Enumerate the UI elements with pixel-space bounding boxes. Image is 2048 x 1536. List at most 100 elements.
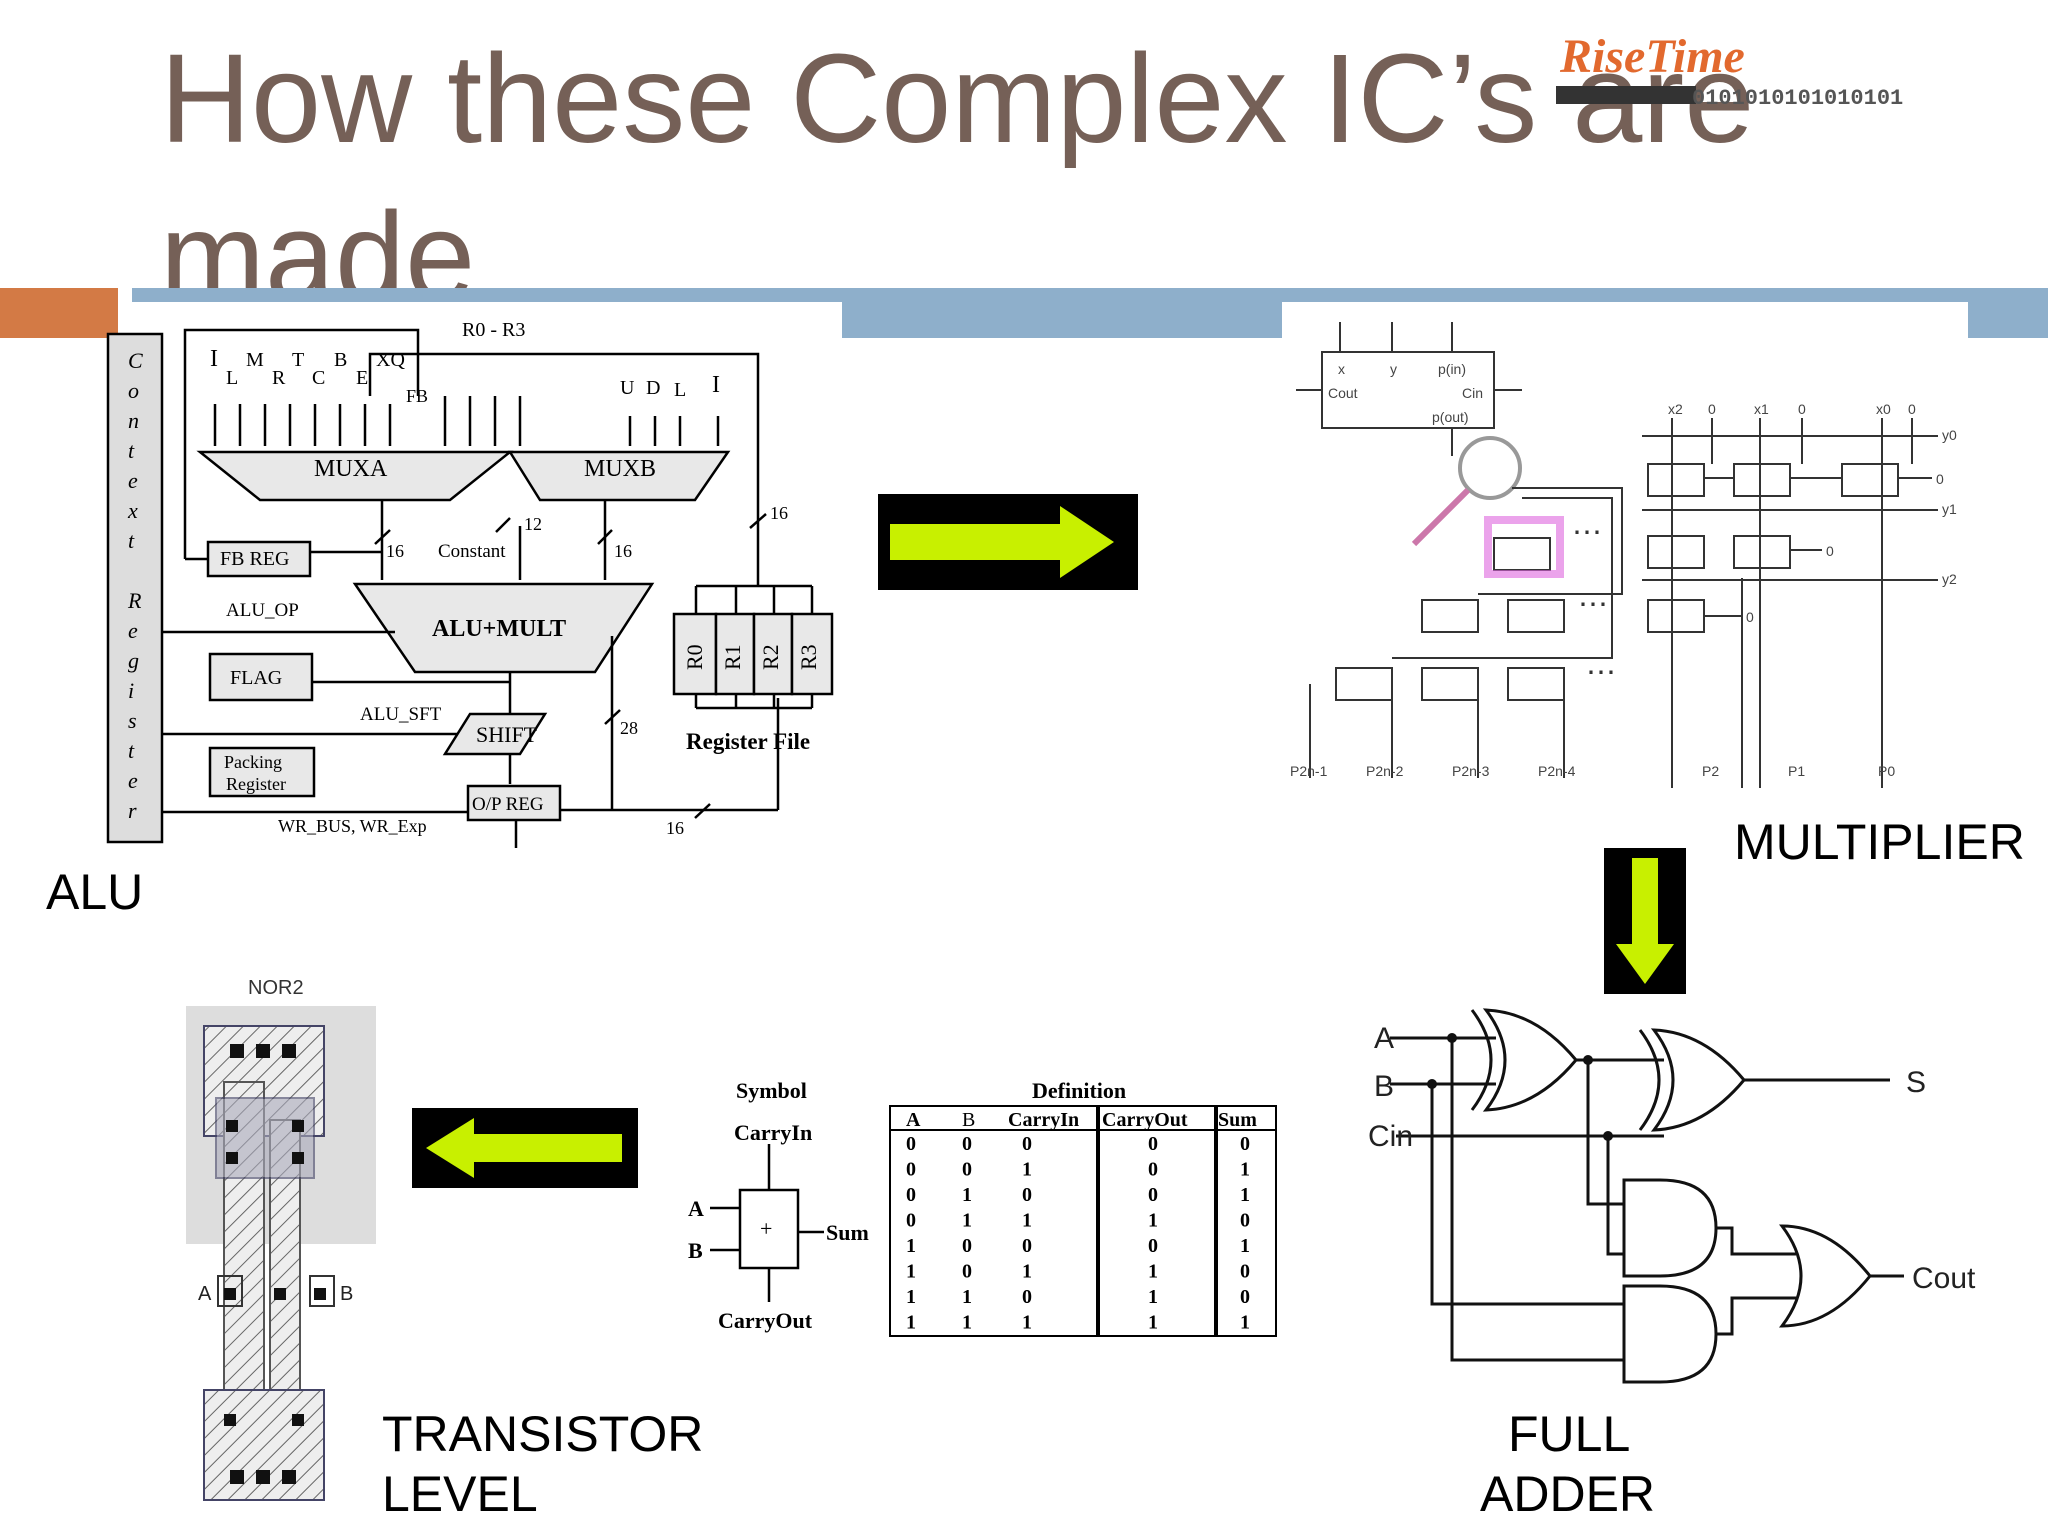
table-header-cell: B bbox=[962, 1109, 975, 1131]
table-frame bbox=[889, 1105, 1277, 1337]
cell-input-label: x bbox=[1338, 361, 1345, 377]
ctx-letter: o bbox=[128, 378, 139, 403]
packing-label-1: Packing bbox=[224, 752, 282, 772]
table-cell: 1 bbox=[962, 1210, 972, 1232]
reg-r1-box bbox=[714, 612, 756, 696]
top-input-label: 0 bbox=[1908, 401, 1916, 417]
reg-r3-label: R3 bbox=[796, 644, 821, 670]
risetime-logo: RiseTime 0101010101010101 bbox=[1556, 30, 1903, 111]
table-cell: 0 bbox=[1148, 1133, 1158, 1155]
table-cell: 1 bbox=[1022, 1210, 1032, 1232]
logo-text: RiseTime bbox=[1559, 30, 1745, 83]
bottom-output-label: P2 bbox=[1702, 763, 1719, 779]
table-cell: 0 bbox=[1022, 1184, 1032, 1206]
ctx-letter: r bbox=[128, 798, 137, 823]
table-cell: 1 bbox=[1240, 1312, 1250, 1334]
top-input-label: x1 bbox=[1754, 401, 1769, 417]
table-caption: Definition bbox=[1032, 1078, 1126, 1103]
and1-gate bbox=[1622, 1178, 1718, 1278]
table-cell: 1 bbox=[906, 1312, 916, 1334]
input-label: B bbox=[334, 349, 347, 371]
input-label: C bbox=[312, 367, 325, 389]
table-cell: 0 bbox=[1148, 1159, 1158, 1181]
multiplier-label: MULTIPLIER bbox=[1734, 814, 2025, 870]
reg-r1-label: R1 bbox=[720, 644, 745, 670]
constant-label: Constant bbox=[438, 541, 506, 562]
table-cell: 1 bbox=[906, 1261, 916, 1283]
table-cell: 1 bbox=[1240, 1159, 1250, 1181]
table-cell: 1 bbox=[1148, 1210, 1158, 1232]
top-input-label: 0 bbox=[1708, 401, 1716, 417]
output-cout-label: Cout bbox=[1912, 1262, 1976, 1295]
cell-input-label: p(in) bbox=[1438, 361, 1466, 377]
bottom-output-label: P2n-2 bbox=[1366, 763, 1404, 779]
context-register-box bbox=[106, 332, 164, 844]
bus-width: 16 bbox=[666, 818, 684, 838]
table-cell: 0 bbox=[1022, 1133, 1032, 1155]
plus-sign: + bbox=[760, 1216, 772, 1241]
input-label: L bbox=[674, 379, 686, 401]
multiplier-array-diagram: ⋯ ⋯ ⋯ x y p(in) Cout Cin p(out) x2 0 x1 … bbox=[1290, 322, 1957, 788]
reg-r2-box bbox=[752, 612, 794, 696]
logo-bits: 0101010101010101 bbox=[1692, 86, 1903, 111]
table-cell: 1 bbox=[962, 1312, 972, 1334]
table-cell: 0 bbox=[1022, 1286, 1032, 1308]
table-cell: 0 bbox=[1022, 1235, 1032, 1257]
shift-label: SHIFT bbox=[476, 722, 538, 747]
input-label: XQ bbox=[376, 349, 405, 371]
packing-label-2: Register bbox=[226, 774, 286, 794]
input-label: R bbox=[272, 367, 286, 389]
table-cell: 0 bbox=[906, 1133, 916, 1155]
table-cell: 0 bbox=[962, 1159, 972, 1181]
bus-width: 16 bbox=[770, 503, 788, 523]
xor1-back bbox=[1470, 1009, 1493, 1111]
table-cell: 0 bbox=[1240, 1210, 1250, 1232]
ctx-letter: t bbox=[128, 528, 135, 553]
cell-io-label: Cin bbox=[1462, 385, 1483, 401]
muxa-shape bbox=[196, 450, 514, 502]
slide-title: How these Complex IC’s are made bbox=[160, 28, 1755, 327]
top-input-label: 0 bbox=[1798, 401, 1806, 417]
table-cell: 1 bbox=[1148, 1286, 1158, 1308]
full-adder-label-line1: FULL bbox=[1508, 1406, 1631, 1462]
ellipsis: ⋯ bbox=[1586, 656, 1616, 689]
reg-r0-label: R0 bbox=[682, 644, 707, 670]
adder-a-label: A bbox=[688, 1196, 704, 1221]
ctx-letter: t bbox=[128, 438, 135, 463]
nor2-title: NOR2 bbox=[248, 977, 304, 999]
ctx-letter: t bbox=[128, 738, 135, 763]
ctx-letter: e bbox=[128, 618, 138, 643]
table-header-cell: A bbox=[906, 1109, 921, 1131]
table-cell: 0 bbox=[1240, 1286, 1250, 1308]
right-output-label: 0 bbox=[1826, 543, 1834, 559]
cell-io-label: Cout bbox=[1328, 385, 1358, 401]
wr-bus-label: WR_BUS, WR_Exp bbox=[278, 816, 427, 836]
bus-width: 16 bbox=[614, 541, 632, 561]
reg-r2-label: R2 bbox=[758, 644, 783, 670]
ctx-letter: x bbox=[127, 498, 138, 523]
table-cell: 0 bbox=[906, 1210, 916, 1232]
table-header-cell: CarryIn bbox=[1008, 1109, 1079, 1131]
alu-block-diagram: C o n t e x t R e g i s t e r R0 - R3 I … bbox=[106, 319, 834, 848]
ctx-letter: g bbox=[128, 648, 139, 673]
cell-io-label: p(out) bbox=[1432, 409, 1469, 425]
context-register-letters: C o n t e x t R e g i s t e r bbox=[127, 348, 143, 823]
alu-label: ALU bbox=[46, 864, 144, 920]
muxa-label: MUXA bbox=[314, 456, 388, 482]
blue-band-middle bbox=[842, 302, 1282, 338]
op-reg-label: O/P REG bbox=[472, 794, 544, 815]
right-output-label: 0 bbox=[1936, 471, 1944, 487]
carry-out-label: CarryOut bbox=[718, 1308, 813, 1333]
muxa-input-arrows bbox=[213, 396, 720, 446]
ctx-letter: C bbox=[128, 348, 143, 373]
muxa-input-labels: I L M R T C B E XQ bbox=[210, 346, 405, 389]
input-label: T bbox=[292, 349, 304, 371]
pin-b-label: B bbox=[340, 1283, 353, 1305]
blue-band-top bbox=[132, 288, 2048, 302]
top-input-label: x0 bbox=[1876, 401, 1891, 417]
